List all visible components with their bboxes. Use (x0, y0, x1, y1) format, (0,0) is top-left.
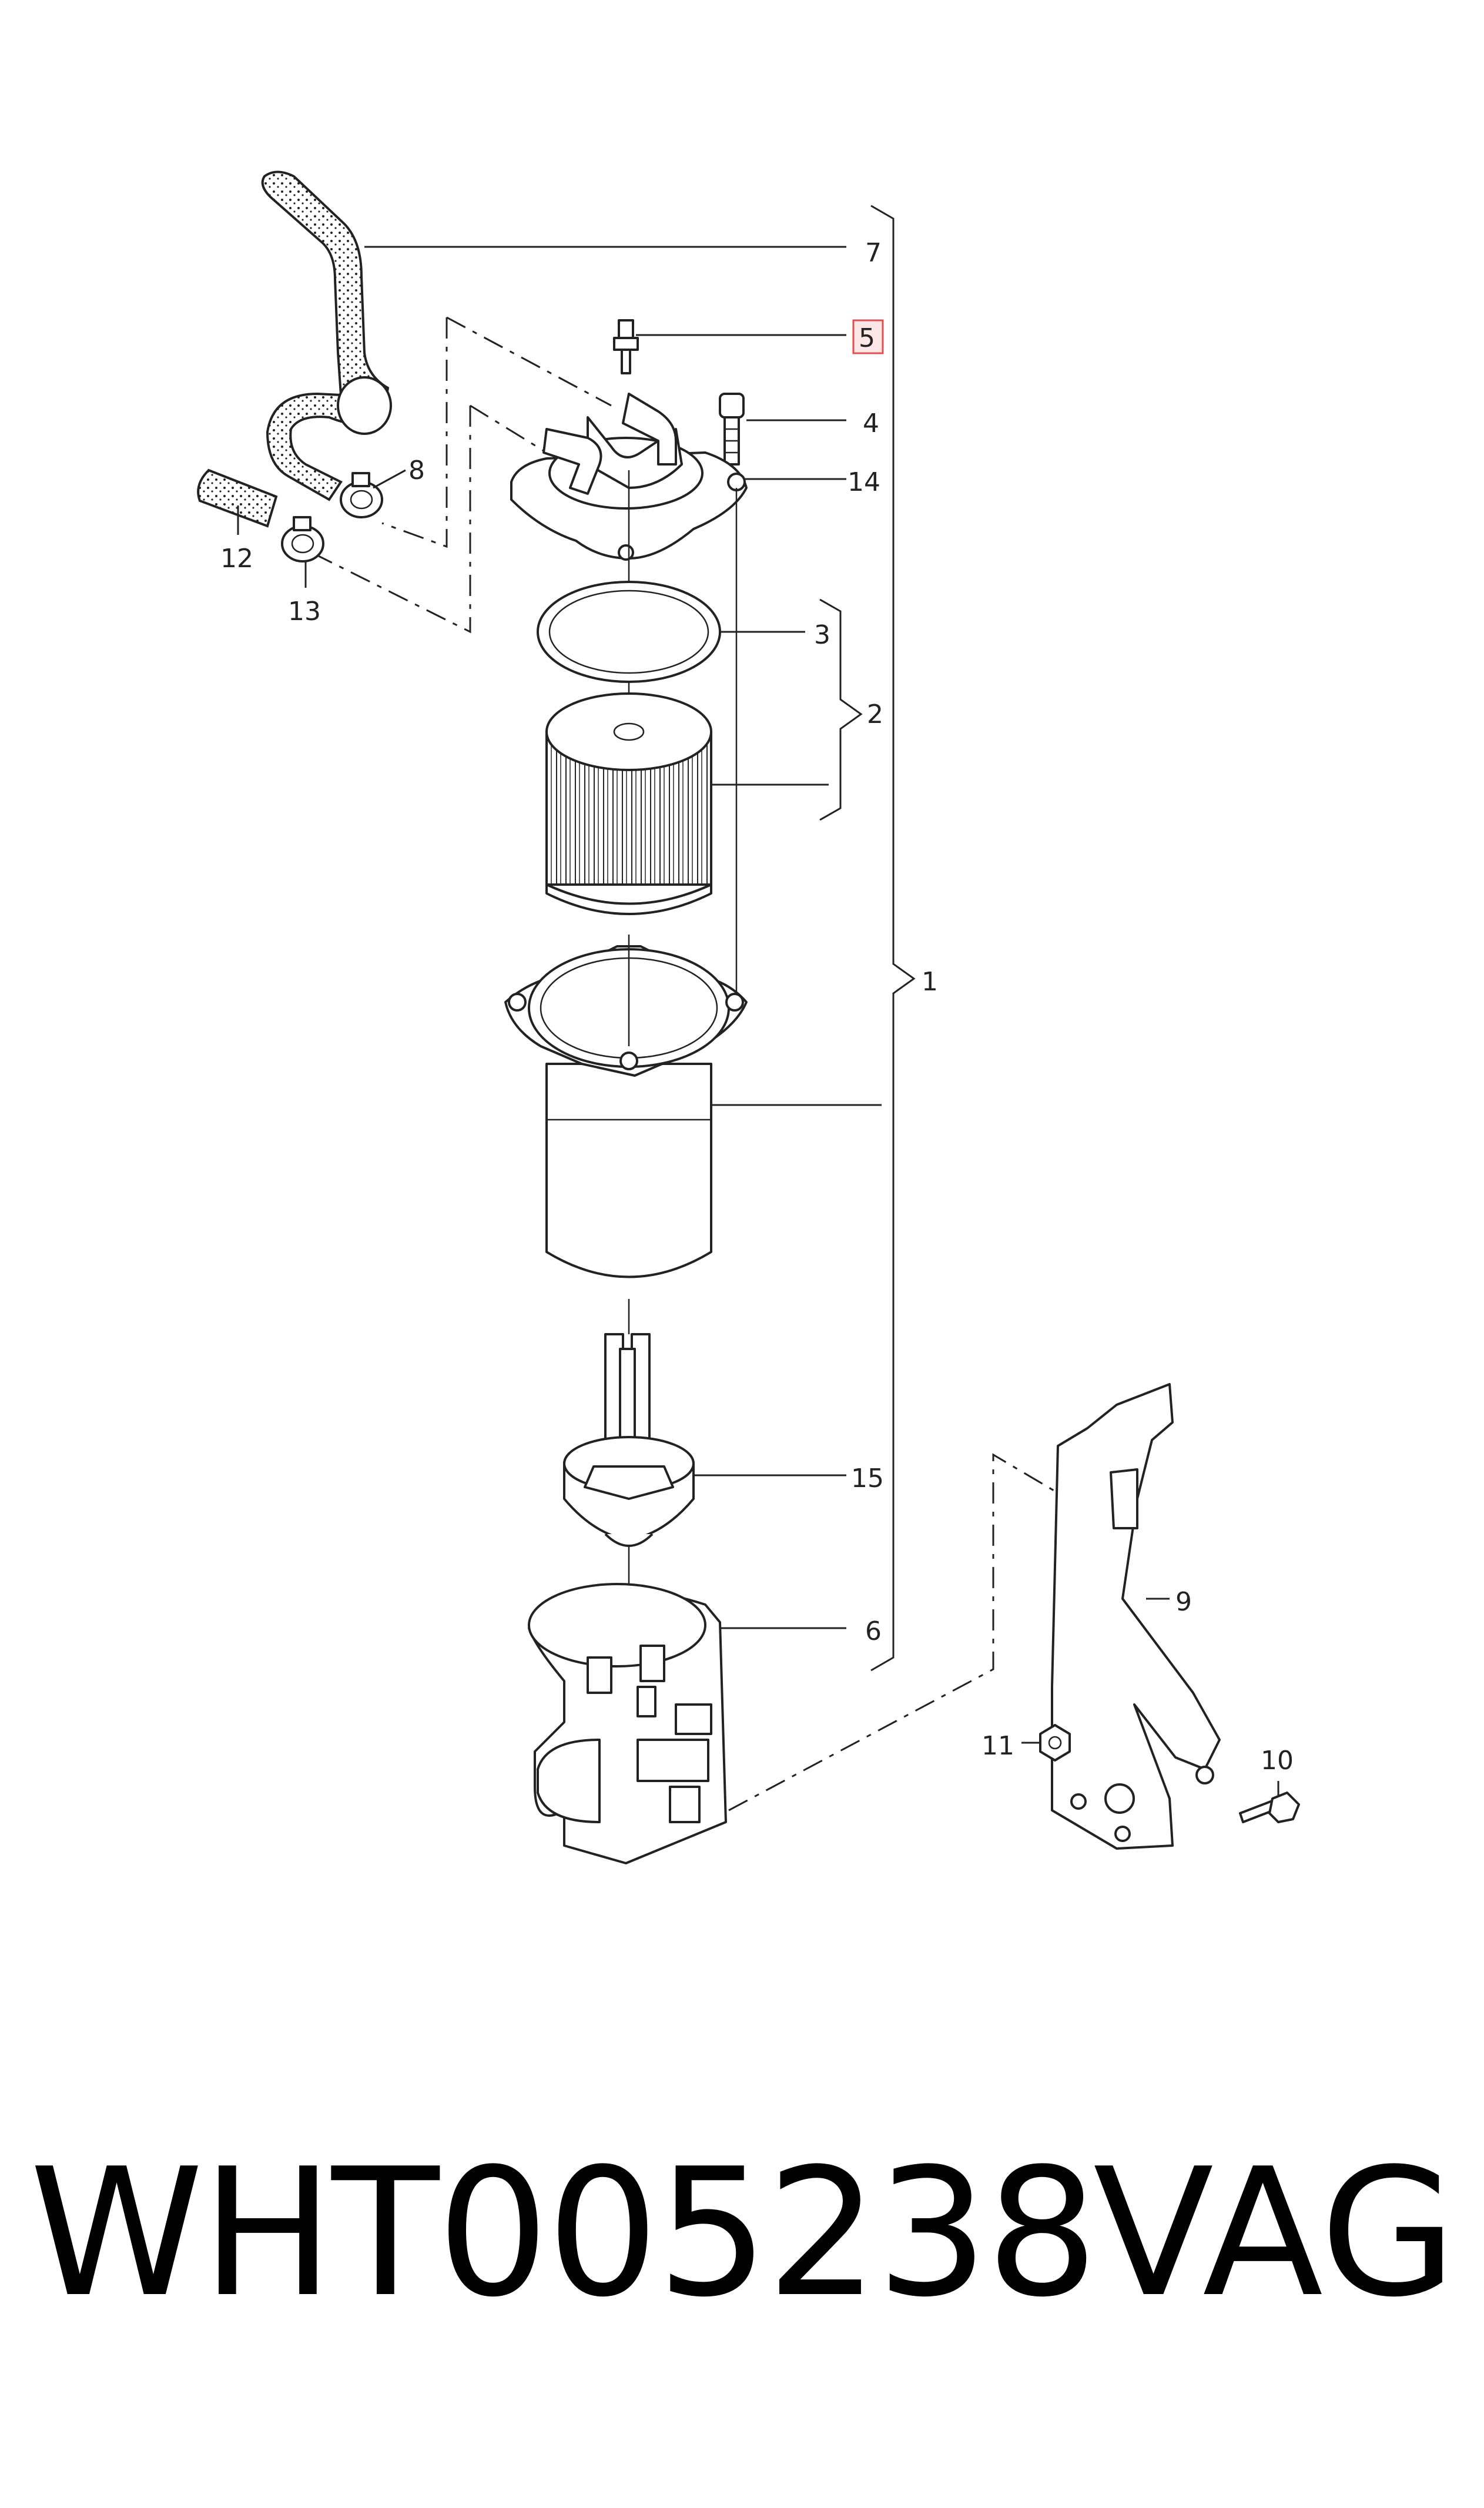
footer: WHT005238 VAG (0, 2128, 1484, 2339)
fuel-hose-12 (197, 468, 278, 528)
filter-holder-6 (528, 1583, 727, 1864)
callout-9[interactable]: 9 (1175, 1587, 1192, 1617)
heater-element-15 (563, 1333, 695, 1547)
bracket-group-2 (819, 598, 863, 821)
o-ring-3 (537, 581, 721, 683)
callout-15[interactable]: 15 (851, 1464, 884, 1494)
nut-11 (1039, 1724, 1071, 1762)
bolt-4 (719, 393, 745, 466)
fuel-hose-7 (261, 170, 392, 501)
callout-6[interactable]: 6 (865, 1616, 882, 1646)
filter-element-2 (545, 692, 712, 915)
bleed-screw-5 (613, 319, 639, 374)
hose-clamp-8 (340, 472, 383, 518)
callout-3[interactable]: 3 (814, 620, 830, 650)
callout-11[interactable]: 11 (981, 1731, 1014, 1761)
callout-10[interactable]: 10 (1261, 1746, 1294, 1776)
exploded-parts-diagram: 7 5 4 14 3 2 1 15 6 8 12 13 9 11 10 (197, 170, 1300, 1864)
bracket-group-1 (870, 205, 916, 1672)
callout-14[interactable]: 14 (847, 467, 880, 497)
highlight-box (852, 319, 884, 354)
callout-7[interactable]: 7 (865, 238, 882, 268)
callout-8[interactable]: 8 (408, 456, 425, 485)
callout-5[interactable]: 5 (859, 323, 875, 353)
brand-name: VAG (1093, 2131, 1457, 2336)
callout-2[interactable]: 2 (867, 699, 883, 729)
hose-clamp-13 (281, 516, 324, 562)
filter-housing (504, 945, 748, 1278)
callout-12[interactable]: 12 (220, 544, 253, 574)
bolt-10 (1239, 1792, 1300, 1823)
mounting-bracket-9 (1051, 1383, 1221, 1850)
part-number: WHT005238 (29, 2131, 1098, 2336)
callout-13[interactable]: 13 (288, 597, 321, 627)
callout-1[interactable]: 1 (922, 967, 938, 997)
callout-4[interactable]: 4 (863, 408, 879, 438)
